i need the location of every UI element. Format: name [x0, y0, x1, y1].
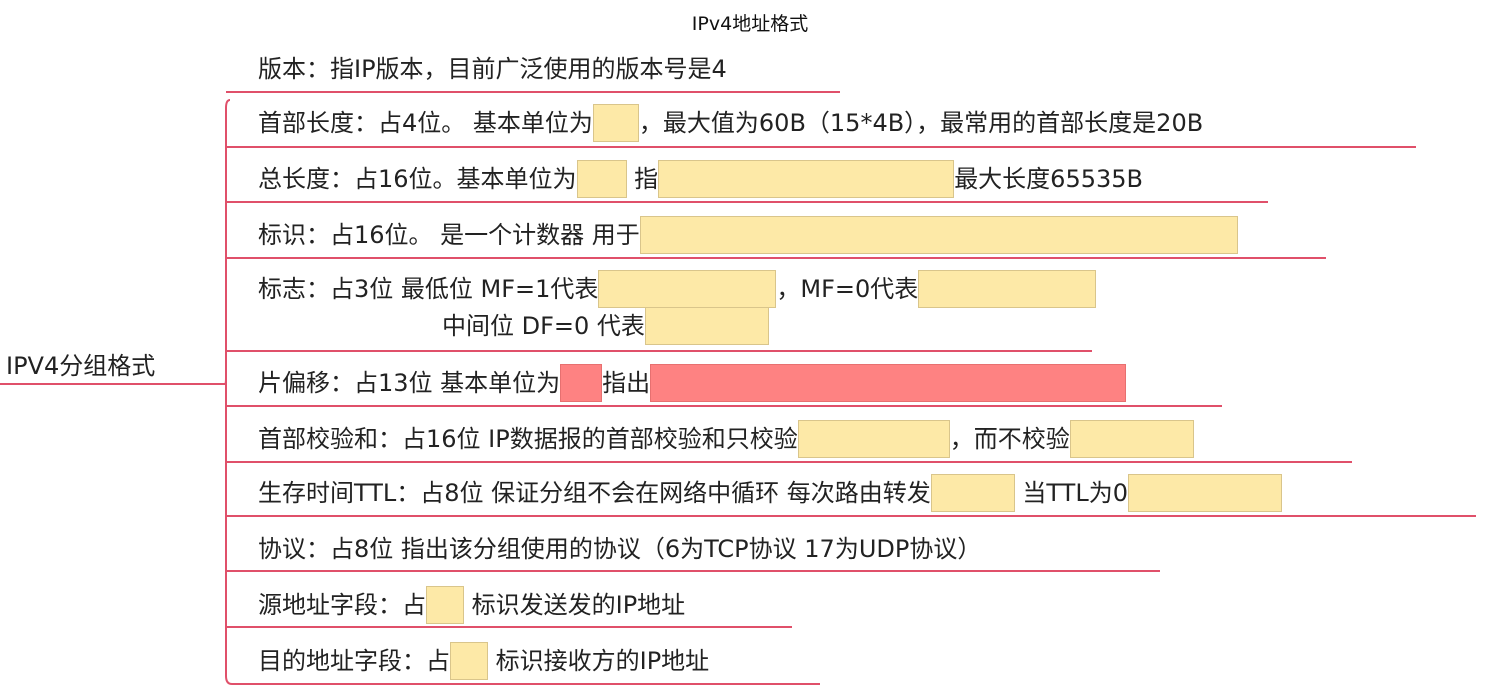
row-flags-text-2: ，MF=0代表	[776, 275, 919, 303]
row-header-checksum: 首部校验和：占16位 IP数据报的首部校验和只校验 ，而不校验	[258, 418, 1194, 458]
blank-box	[918, 270, 1097, 308]
blank-box	[930, 474, 1015, 512]
row-fragment-offset: 片偏移：占13位 基本单位为 指出	[258, 362, 1127, 402]
row-flags: 标志：占3位 最低位 MF=1代表 ，MF=0代表	[258, 268, 1097, 308]
blank-box	[797, 420, 950, 458]
blank-box	[1069, 420, 1194, 458]
blank-box	[1127, 474, 1282, 512]
row-ttl: 生存时间TTL：占8位 保证分组不会在网络中循环 每次路由转发 当TTL为0	[258, 472, 1282, 512]
diagram-title: IPv4地址格式	[691, 13, 809, 35]
row-fragment-offset-text-2: 指出	[602, 369, 651, 397]
blank-box	[644, 307, 769, 345]
row-fragment-offset-text: 片偏移：占13位 基本单位为	[258, 369, 561, 397]
row-identification-text: 标识：占16位。 是一个计数器 用于	[258, 221, 640, 249]
branch-spine	[225, 99, 233, 685]
row-version: 版本：指IP版本，目前广泛使用的版本号是4	[258, 48, 727, 88]
row-source-address-text: 源地址字段：占	[258, 591, 426, 619]
row-destination-address-text-2: 标识接收方的IP地址	[488, 647, 710, 675]
row-total-length-text-3: 最大长度65535B	[954, 165, 1143, 193]
row-source-address: 源地址字段：占 标识发送发的IP地址	[258, 584, 685, 624]
row-protocol: 协议：占8位 指出该分组使用的协议（6为TCP协议 17为UDP协议）	[258, 528, 981, 568]
row-ttl-text-2: 当TTL为0	[1014, 479, 1128, 507]
row-destination-address: 目的地址字段：占 标识接收方的IP地址	[258, 640, 709, 680]
row-source-address-text-2: 标识发送发的IP地址	[464, 591, 686, 619]
row-header-checksum-text: 首部校验和：占16位 IP数据报的首部校验和只校验	[258, 425, 798, 453]
row-identification: 标识：占16位。 是一个计数器 用于	[258, 214, 1238, 254]
blank-box	[592, 104, 639, 142]
row-header-length-text: 首部长度：占4位。 基本单位为	[258, 109, 593, 137]
row-destination-address-text: 目的地址字段：占	[258, 647, 450, 675]
highlight-box	[560, 364, 603, 402]
root-connector	[224, 377, 227, 385]
row-flags-line2: 中间位 DF=0 代表	[442, 305, 769, 345]
blank-box	[658, 160, 955, 198]
row-flags-line2-text: 中间位 DF=0 代表	[442, 312, 645, 340]
row-total-length-text-2: 指	[626, 165, 659, 193]
row-total-length: 总长度：占16位。基本单位为 指 最大长度65535B	[258, 158, 1143, 198]
blank-box	[576, 160, 627, 198]
root-node-label: IPV4分组格式	[6, 352, 156, 380]
row-total-length-text: 总长度：占16位。基本单位为	[258, 165, 577, 193]
row-version-text: 版本：指IP版本，目前广泛使用的版本号是4	[258, 55, 727, 83]
blank-box	[450, 642, 488, 680]
blank-box	[639, 216, 1238, 254]
row-protocol-text: 协议：占8位 指出该分组使用的协议（6为TCP协议 17为UDP协议）	[258, 535, 982, 563]
row-header-checksum-text-2: ，而不校验	[949, 425, 1070, 453]
blank-box	[426, 586, 464, 624]
row-flags-text: 标志：占3位 最低位 MF=1代表	[258, 275, 599, 303]
blank-box	[598, 270, 777, 308]
highlight-box	[650, 364, 1127, 402]
row-header-length-text-2: ，最大值为60B（15*4B），最常用的首部长度是20B	[638, 109, 1204, 137]
row-ttl-text: 生存时间TTL：占8位 保证分组不会在网络中循环 每次路由转发	[258, 479, 931, 507]
row-header-length: 首部长度：占4位。 基本单位为 ，最大值为60B（15*4B），最常用的首部长度是…	[258, 102, 1203, 142]
